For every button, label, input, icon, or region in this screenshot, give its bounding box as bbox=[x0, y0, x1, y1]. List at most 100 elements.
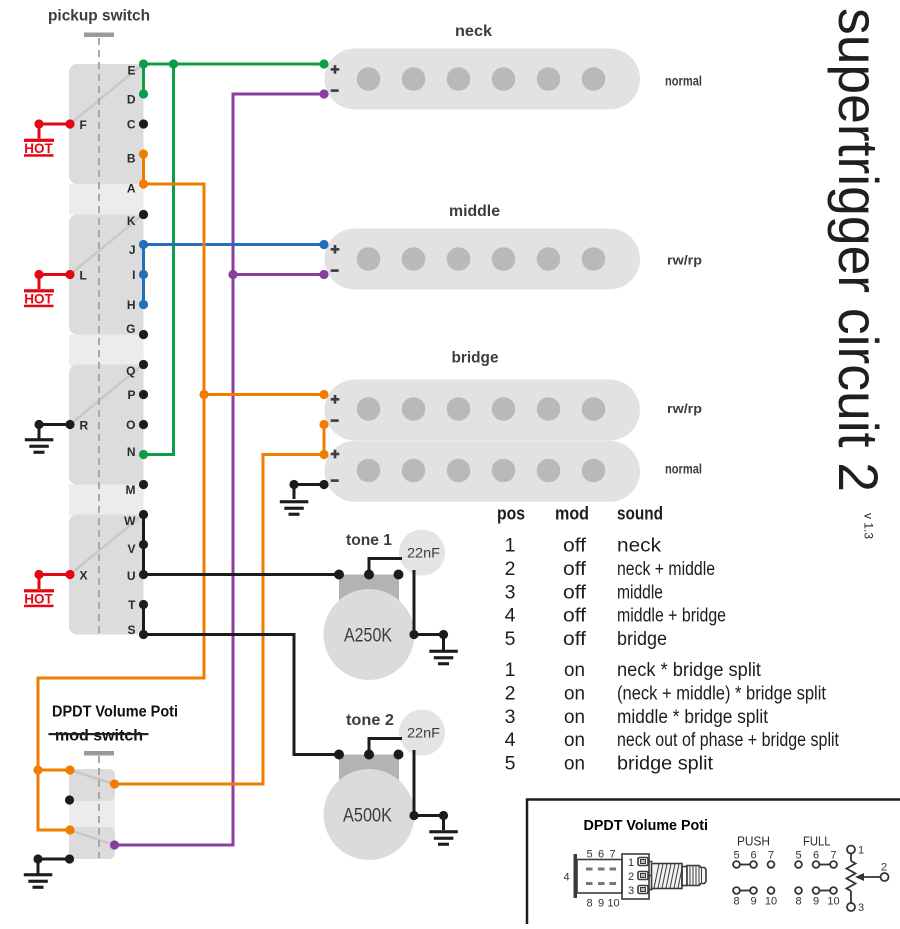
svg-text:4: 4 bbox=[505, 729, 516, 751]
svg-text:v 1.3: v 1.3 bbox=[862, 513, 876, 539]
svg-text:rw/rp: rw/rp bbox=[667, 402, 702, 416]
svg-text:on: on bbox=[564, 682, 585, 704]
svg-text:8: 8 bbox=[586, 898, 592, 910]
svg-text:1: 1 bbox=[628, 857, 634, 869]
svg-text:5: 5 bbox=[586, 849, 592, 861]
svg-text:2: 2 bbox=[505, 558, 516, 580]
svg-text:M: M bbox=[126, 483, 136, 497]
svg-text:6: 6 bbox=[813, 850, 819, 862]
svg-text:L: L bbox=[80, 269, 87, 283]
svg-text:O: O bbox=[126, 418, 135, 432]
svg-text:2: 2 bbox=[505, 682, 516, 704]
svg-text:off: off bbox=[563, 558, 587, 580]
svg-text:D: D bbox=[127, 92, 136, 106]
svg-text:bridge: bridge bbox=[452, 350, 499, 367]
svg-text:normal: normal bbox=[665, 461, 702, 477]
svg-text:5: 5 bbox=[505, 753, 516, 775]
svg-text:3: 3 bbox=[505, 706, 516, 728]
svg-text:2: 2 bbox=[881, 862, 887, 874]
svg-text:10: 10 bbox=[827, 896, 839, 908]
svg-text:5: 5 bbox=[733, 850, 739, 862]
svg-text:4: 4 bbox=[505, 605, 516, 627]
svg-text:neck out of phase + bridge spl: neck out of phase + bridge split bbox=[617, 729, 839, 751]
svg-text:(neck + middle) * bridge split: (neck + middle) * bridge split bbox=[617, 682, 826, 704]
svg-text:middle: middle bbox=[617, 581, 663, 603]
svg-text:3: 3 bbox=[628, 885, 634, 897]
svg-text:9: 9 bbox=[750, 896, 756, 908]
svg-text:DPDT Volume Poti: DPDT Volume Poti bbox=[52, 704, 178, 721]
svg-text:C: C bbox=[127, 117, 136, 131]
svg-text:6: 6 bbox=[598, 849, 604, 861]
svg-text:B: B bbox=[127, 151, 136, 165]
svg-text:off: off bbox=[563, 535, 587, 557]
svg-text:on: on bbox=[564, 753, 585, 775]
svg-text:neck * bridge split: neck * bridge split bbox=[617, 659, 762, 681]
svg-text:sound: sound bbox=[617, 504, 663, 524]
svg-text:E: E bbox=[127, 63, 135, 77]
svg-text:bridge: bridge bbox=[617, 628, 667, 650]
svg-text:F: F bbox=[80, 118, 87, 132]
svg-text:tone 1: tone 1 bbox=[346, 532, 392, 549]
svg-text:1: 1 bbox=[505, 535, 516, 557]
svg-text:9: 9 bbox=[813, 896, 819, 908]
svg-text:1: 1 bbox=[505, 659, 516, 681]
svg-text:V: V bbox=[127, 542, 135, 556]
svg-text:neck + middle: neck + middle bbox=[617, 558, 715, 580]
svg-text:8: 8 bbox=[733, 896, 739, 908]
svg-text:W: W bbox=[124, 514, 136, 528]
svg-text:T: T bbox=[128, 598, 136, 612]
svg-text:N: N bbox=[127, 445, 136, 459]
svg-text:HOT: HOT bbox=[24, 292, 53, 307]
svg-text:Q: Q bbox=[126, 364, 135, 378]
svg-text:22nF: 22nF bbox=[407, 546, 440, 561]
svg-text:on: on bbox=[564, 729, 585, 751]
svg-text:6: 6 bbox=[750, 850, 756, 862]
svg-text:S: S bbox=[127, 623, 135, 637]
svg-text:H: H bbox=[127, 298, 136, 312]
svg-text:4: 4 bbox=[563, 872, 569, 884]
svg-text:supertrigger circuit 2: supertrigger circuit 2 bbox=[827, 8, 890, 492]
svg-text:on: on bbox=[564, 659, 585, 681]
svg-text:off: off bbox=[563, 581, 587, 603]
svg-text:A: A bbox=[127, 181, 136, 195]
svg-text:1: 1 bbox=[858, 845, 864, 857]
svg-text:FULL: FULL bbox=[803, 835, 831, 849]
svg-text:neck: neck bbox=[455, 23, 492, 40]
svg-text:mod: mod bbox=[555, 504, 589, 524]
svg-text:5: 5 bbox=[795, 850, 801, 862]
svg-text:neck: neck bbox=[617, 535, 661, 557]
svg-text:off: off bbox=[563, 605, 587, 627]
svg-text:7: 7 bbox=[609, 849, 615, 861]
svg-text:3: 3 bbox=[858, 902, 864, 914]
svg-text:I: I bbox=[132, 268, 135, 282]
svg-text:mod switch: mod switch bbox=[55, 728, 143, 745]
svg-text:R: R bbox=[80, 419, 89, 433]
svg-text:on: on bbox=[564, 706, 585, 728]
svg-text:3: 3 bbox=[505, 581, 516, 603]
svg-text:rw/rp: rw/rp bbox=[667, 254, 702, 268]
svg-text:middle + bridge: middle + bridge bbox=[617, 605, 726, 627]
svg-text:7: 7 bbox=[768, 850, 774, 862]
svg-text:X: X bbox=[80, 569, 88, 583]
svg-text:pickup switch: pickup switch bbox=[48, 8, 150, 25]
svg-text:10: 10 bbox=[765, 896, 777, 908]
svg-text:10: 10 bbox=[607, 898, 619, 910]
svg-text:pos: pos bbox=[497, 504, 525, 524]
svg-text:K: K bbox=[127, 214, 136, 228]
svg-text:tone 2: tone 2 bbox=[346, 712, 394, 729]
svg-text:bridge split: bridge split bbox=[617, 753, 714, 775]
svg-text:HOT: HOT bbox=[24, 141, 53, 156]
svg-text:8: 8 bbox=[795, 896, 801, 908]
svg-text:off: off bbox=[563, 628, 587, 650]
svg-text:middle: middle bbox=[449, 203, 500, 220]
svg-text:normal: normal bbox=[665, 73, 702, 89]
svg-text:A500K: A500K bbox=[343, 805, 392, 827]
svg-text:2: 2 bbox=[628, 871, 634, 883]
svg-text:5: 5 bbox=[505, 628, 516, 650]
svg-text:P: P bbox=[127, 388, 135, 402]
svg-text:22nF: 22nF bbox=[407, 726, 440, 741]
svg-text:middle * bridge split: middle * bridge split bbox=[617, 706, 769, 728]
svg-text:7: 7 bbox=[830, 850, 836, 862]
svg-text:A250K: A250K bbox=[344, 625, 392, 647]
svg-text:U: U bbox=[127, 569, 136, 583]
